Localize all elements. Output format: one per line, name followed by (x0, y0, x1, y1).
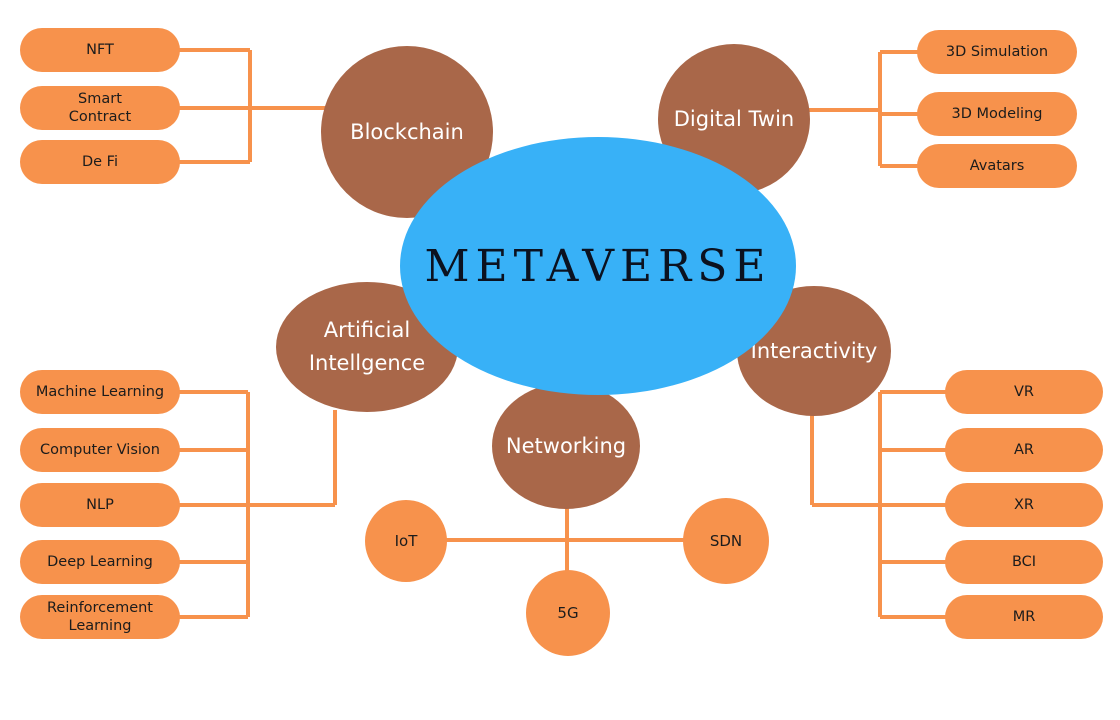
leaf-3d-modeling: 3D Modeling (917, 92, 1077, 136)
leaf-3d-simulation: 3D Simulation (917, 30, 1077, 74)
leaf-xr: XR (945, 483, 1103, 527)
leaf-nlp: NLP (20, 483, 180, 527)
metaverse-core: METAVERSE (400, 137, 796, 395)
leaf-computer-vision: Computer Vision (20, 428, 180, 472)
leaf-iot: IoT (365, 500, 447, 582)
leaf-smart-contract: Smart Contract (20, 86, 180, 130)
core-title: METAVERSE (424, 240, 772, 292)
leaf-bci: BCI (945, 540, 1103, 584)
leaf-deep-learning: Deep Learning (20, 540, 180, 584)
leaf-defi: De Fi (20, 140, 180, 184)
leaf-nft: NFT (20, 28, 180, 72)
leaf-reinforcement-learning: Reinforcement Learning (20, 595, 180, 639)
leaf-mr: MR (945, 595, 1103, 639)
category-networking: Networking (492, 383, 640, 509)
leaf-vr: VR (945, 370, 1103, 414)
leaf-ar: AR (945, 428, 1103, 472)
leaf-avatars: Avatars (917, 144, 1077, 188)
leaf-5g: 5G (526, 570, 610, 656)
leaf-sdn: SDN (683, 498, 769, 584)
leaf-machine-learning: Machine Learning (20, 370, 180, 414)
